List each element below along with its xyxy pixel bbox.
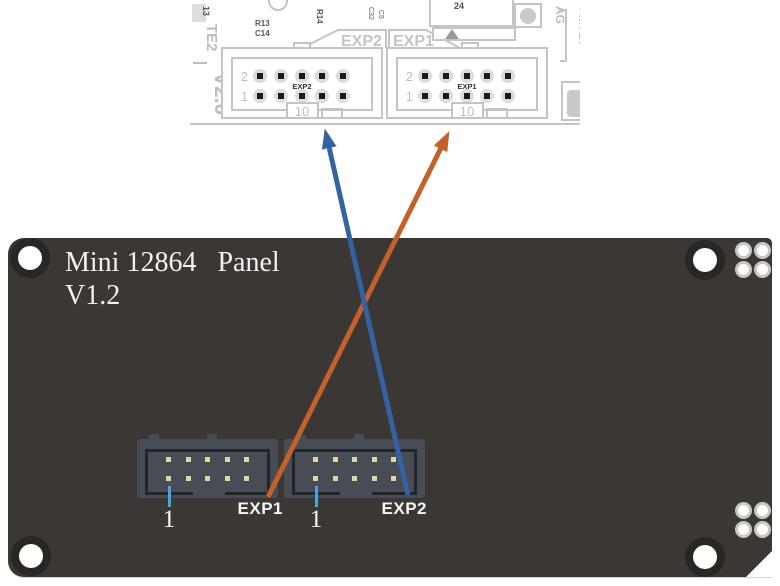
panel-exp2-connector (284, 434, 425, 507)
pin (371, 476, 377, 481)
via-circle (268, 0, 288, 11)
exp2-name-label: EXP2 (381, 499, 427, 518)
pwr-en-label: PWR-EN (577, 8, 580, 45)
pin (224, 476, 230, 481)
panel-corner-chamfer (746, 551, 772, 577)
pin (185, 457, 191, 462)
small-hole (735, 502, 752, 519)
board-exp2-pins (253, 69, 350, 103)
exp1-pin10-label: 10 (460, 104, 474, 119)
connector-tab (354, 434, 364, 440)
small-hole (735, 242, 752, 259)
pin (332, 457, 338, 462)
pin (332, 476, 338, 481)
pin (166, 476, 171, 481)
board-exp2-connector: 2 1 EXP2 10 (221, 42, 383, 119)
r13-label: R13 (255, 19, 270, 28)
pin (352, 476, 357, 481)
panel-title-line1: Mini 12864 Panel (65, 247, 280, 278)
exp2-pin1-number: 1 (309, 506, 323, 533)
pin (205, 457, 210, 462)
pin1-tick (168, 486, 171, 507)
panel-exp1-pins (166, 457, 249, 481)
num24-label: 24 (454, 1, 464, 11)
c32-label: C32 (367, 7, 374, 20)
exp2-row2-label: 2 (241, 69, 248, 84)
exp1-name-label: EXP1 (237, 499, 283, 518)
exp1-pin1-number: 1 (162, 506, 176, 533)
connector-tab (149, 434, 159, 440)
breakout-holes-bottom-right (735, 502, 771, 538)
pad-blob (520, 8, 536, 24)
c5-label: C5 (377, 10, 384, 19)
exp1-row1-label: 1 (406, 89, 413, 104)
small-hole (754, 521, 771, 538)
connector-notch (340, 489, 372, 496)
board-exp1-pins (418, 69, 515, 103)
r14-label: R14 (315, 9, 324, 24)
ag-label: AG (553, 6, 567, 24)
connector-tab (296, 434, 306, 440)
mount-hole-top-right (685, 240, 725, 280)
small-hole (754, 242, 771, 259)
pin (244, 457, 249, 462)
exp2-big-label: EXP2 (341, 33, 382, 50)
breakout-holes-top-right (735, 242, 771, 278)
small-hole (735, 261, 752, 278)
pin13-pad (192, 4, 206, 22)
pin (224, 457, 230, 462)
pin (391, 476, 396, 481)
board-misc-silkscreen: 24 AG PWR-EN (429, 0, 580, 121)
pin1-tick (315, 486, 318, 507)
panel-title-line2: V1.2 (65, 280, 121, 311)
board-exp1-connector: 2 1 EXP1 10 (386, 42, 548, 119)
mount-hole-top-left (10, 238, 50, 278)
small-hole (735, 521, 752, 538)
panel-exp1-connector (137, 434, 278, 507)
exp2-callout-outline (301, 29, 387, 49)
pin (166, 457, 171, 462)
mount-hole-bottom-left (11, 536, 51, 576)
small-hole (754, 261, 771, 278)
exp2-small-label: EXP2 (292, 82, 311, 91)
mount-hole-bottom-right (685, 537, 725, 577)
connector-notch (193, 489, 225, 496)
pin (313, 476, 318, 481)
panel-title: Mini 12864 Panel V1.2 (65, 246, 280, 312)
pin1-triangle-marker (445, 29, 459, 39)
exp1-row2-label: 2 (406, 69, 413, 84)
connector-tab (207, 434, 217, 440)
exp2-pin10-label: 10 (295, 104, 309, 119)
pin (391, 457, 396, 462)
pin (244, 476, 249, 481)
pin (185, 476, 191, 481)
panel-exp2-pins (313, 457, 396, 481)
c14-label: C14 (255, 29, 270, 38)
pin (352, 457, 357, 462)
small-hole (754, 502, 771, 519)
exp1-big-label: EXP1 (393, 33, 434, 50)
controller-board-silkscreen: 13 TE2 V2.0 R13 C14 R14 C32 C5 EXP2 EXP1 (190, 0, 580, 125)
pin13-label: 13 (201, 6, 211, 16)
pin (205, 476, 210, 481)
exp2-row1-label: 1 (241, 89, 248, 104)
te2-label: TE2 (203, 24, 220, 52)
exp1-small-label: EXP1 (457, 82, 476, 91)
pin (371, 457, 377, 462)
mini12864-panel: Mini 12864 Panel V1.2 1 EXP1 (8, 238, 772, 577)
pin (313, 457, 318, 462)
